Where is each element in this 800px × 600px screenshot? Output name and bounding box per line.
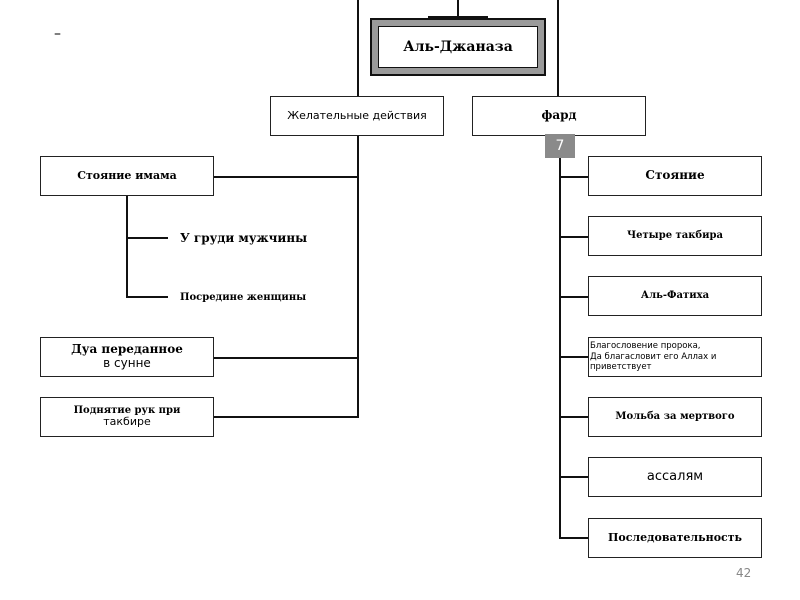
fard-box: фард: [472, 96, 646, 136]
connector-blessing: [559, 356, 588, 358]
right-trunk: [559, 158, 561, 539]
blessing-box: Благословение пророка, Да благасловит ег…: [588, 337, 762, 377]
raising-line1: Поднятие рук при: [73, 404, 181, 416]
assalam-box: ассалям: [588, 457, 762, 497]
fard-label: фард: [541, 108, 577, 123]
dua-line1: Дуа переданное: [71, 342, 183, 357]
connector-woman-middle: [126, 296, 168, 298]
connector-sequence: [559, 537, 588, 539]
blessing-line2: Да благасловит его Аллах и: [590, 351, 717, 362]
sequence-label: Последовательность: [607, 530, 743, 544]
connector-raising: [214, 416, 359, 418]
connector-four-takbirs: [559, 236, 588, 238]
fard-count-badge: 7: [545, 134, 575, 158]
blessing-line3: приветствует: [590, 362, 652, 373]
left-trunk: [357, 136, 359, 418]
page-number: 42: [736, 566, 752, 580]
imam-sub-trunk: [126, 196, 128, 298]
connector-assalam: [559, 476, 588, 478]
recommended-actions-box: Желательные действия: [270, 96, 444, 136]
imam-standing-box: Стояние имама: [40, 156, 214, 196]
top-frame-left: [357, 0, 359, 96]
raising-line2: такбире: [103, 415, 151, 429]
title-text: Аль-Джаназа: [403, 39, 513, 55]
fard-count-text: 7: [555, 138, 565, 154]
prayer-for-deceased-box: Мольба за мертвого: [588, 397, 762, 437]
top-frame-center: [457, 0, 459, 18]
title-box: Аль-Джаназа: [370, 18, 546, 76]
connector-man-chest: [126, 237, 168, 239]
middle-of-woman-text: Посредине женщины: [180, 292, 307, 303]
dua-line2: в сунне: [103, 356, 151, 370]
raising-hands-box: Поднятие рук при такбире: [40, 397, 214, 437]
imam-standing-label: Стояние имама: [77, 168, 177, 182]
connector-al-fatiha: [559, 296, 588, 298]
top-frame-bar: [428, 16, 488, 18]
four-takbirs-label: Четыре такбира: [626, 230, 723, 242]
standing-box: Стояние: [588, 156, 762, 196]
corner-mark: –: [54, 26, 61, 42]
al-fatiha-box: Аль-Фатиха: [588, 276, 762, 316]
dua-box: Дуа переданное в сунне: [40, 337, 214, 377]
blessing-line1: Благословение пророка,: [590, 341, 701, 352]
prayer-for-deceased-label: Мольба за мертвого: [615, 411, 735, 423]
at-man-chest-text: У груди мужчины: [180, 231, 308, 245]
connector-prayer: [559, 416, 588, 418]
standing-label: Стояние: [645, 168, 705, 183]
recommended-actions-label: Желательные действия: [287, 108, 427, 122]
connector-dua: [214, 357, 359, 359]
connector-standing: [559, 176, 588, 178]
four-takbirs-box: Четыре такбира: [588, 216, 762, 256]
al-fatiha-label: Аль-Фатиха: [640, 290, 710, 302]
sequence-box: Последовательность: [588, 518, 762, 558]
top-frame-right: [557, 0, 559, 96]
assalam-label: ассалям: [646, 468, 704, 484]
connector-imam: [214, 176, 359, 178]
